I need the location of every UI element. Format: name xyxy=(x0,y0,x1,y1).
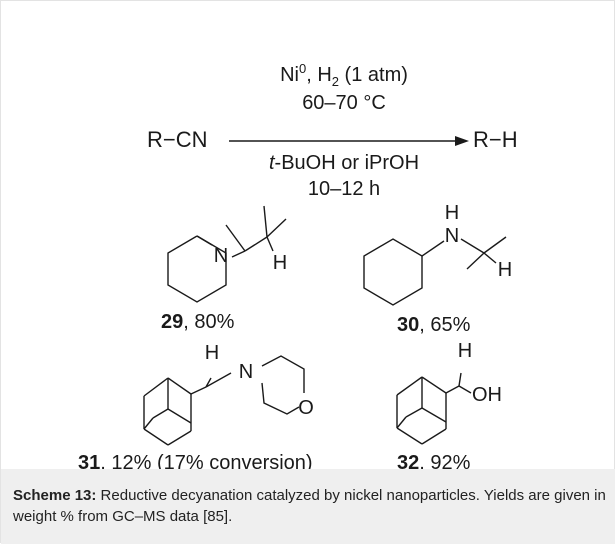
condition-time: 10–12 h xyxy=(308,178,380,200)
atom-30-h-right: H xyxy=(498,259,512,281)
reactant-label: R−CN xyxy=(147,127,208,152)
compound-30-label: 30, 65% xyxy=(397,314,471,336)
structure-32 xyxy=(396,372,472,445)
atom-31-n: N xyxy=(239,361,253,383)
structure-29 xyxy=(167,205,287,303)
condition-catalyst: Ni0, H2 (1 atm) xyxy=(280,61,408,89)
figure-caption: Scheme 13: Reductive decyanation catalyz… xyxy=(1,469,615,544)
compound-32-label: 32, 92% xyxy=(397,452,471,469)
structure-30 xyxy=(363,236,507,306)
reaction-scheme: R−CN R−H Ni0, H2 (1 atm) 60–70 °C t-BuOH… xyxy=(78,61,518,469)
atom-32-h: H xyxy=(458,340,472,362)
atom-32-oh: OH xyxy=(472,384,502,406)
compound-31-label: 31, 12% (17% conversion) xyxy=(78,452,313,469)
reaction-arrow-head xyxy=(455,136,469,146)
condition-temperature: 60–70 °C xyxy=(302,92,386,114)
compound-29-label: 29, 80% xyxy=(161,311,235,333)
atom-31-o: O xyxy=(298,397,314,419)
atom-29-h: H xyxy=(273,252,287,274)
caption-label: Scheme 13: xyxy=(13,487,97,504)
structure-31 xyxy=(143,355,305,446)
condition-solvent: t-BuOH or iPrOH xyxy=(269,152,419,174)
caption-text: Reductive decyanation catalyzed by nicke… xyxy=(13,487,606,525)
atom-31-h: H xyxy=(205,342,219,364)
atom-30-n: N xyxy=(445,225,459,247)
product-label: R−H xyxy=(473,127,518,152)
atom-29-n: N xyxy=(214,245,228,267)
atom-30-h-top: H xyxy=(445,202,459,224)
